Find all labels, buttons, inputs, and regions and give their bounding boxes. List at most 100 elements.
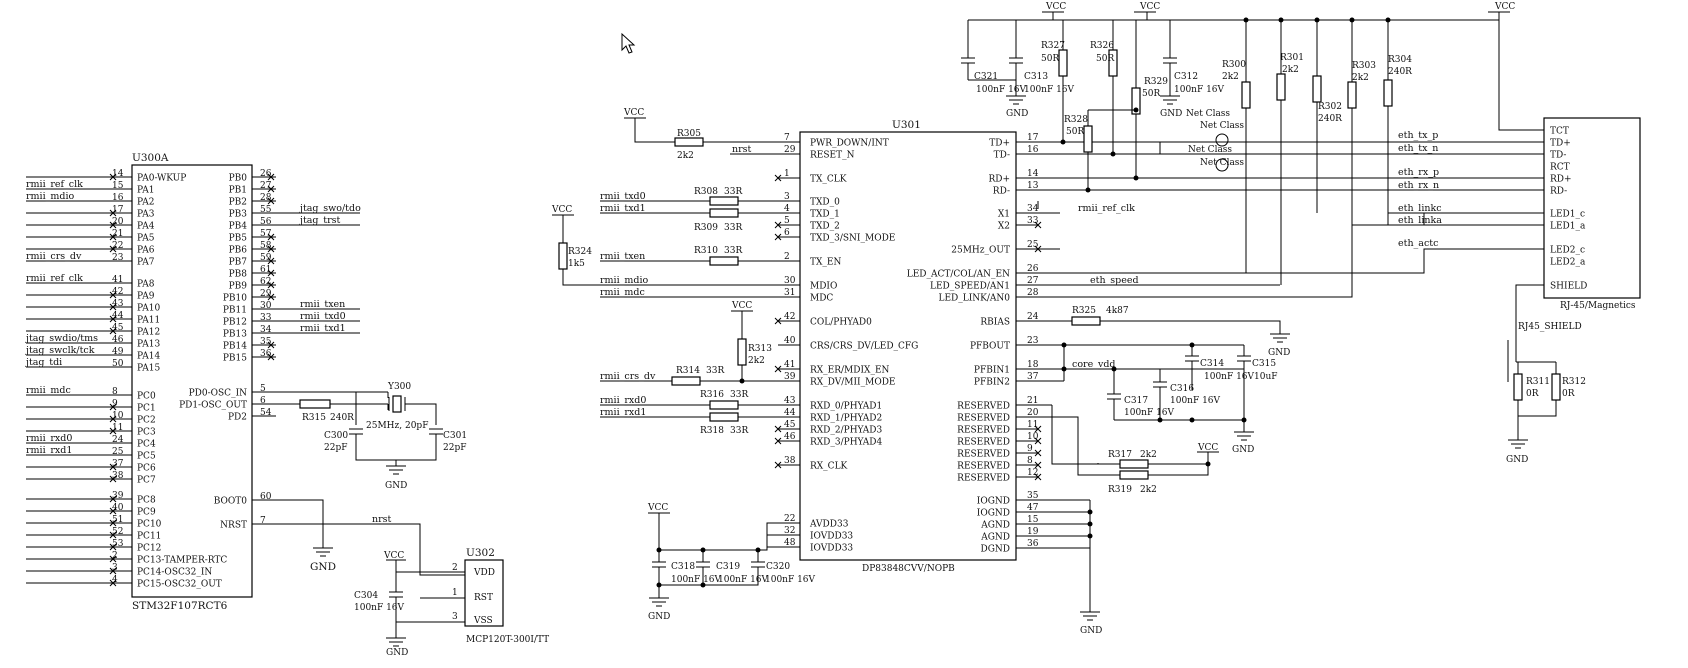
gnd-label-boot0: GND xyxy=(310,561,336,573)
c319-ref: C319 xyxy=(716,562,740,572)
phy-pin-number: 38 xyxy=(784,456,796,466)
phy-left-wiring: VCC R305 2k2 nrst rmii_txd0 R308 33R rmi… xyxy=(551,108,816,622)
mcu-net-label: rmii_txd1 xyxy=(300,323,346,334)
r313-body xyxy=(737,338,747,366)
mcu-pin-number: 61 xyxy=(260,265,271,275)
mcu-pin-number: 34 xyxy=(260,325,272,335)
phy-pin-number: 41 xyxy=(784,360,795,370)
net-mdio-phy: rmii_mdio xyxy=(600,275,649,286)
gnd-label-crystal: GND xyxy=(385,481,407,491)
r325-val: 4k87 xyxy=(1106,306,1129,316)
mcu-pin-number: 21 xyxy=(112,229,123,239)
rj45-pin-label: LED2_c xyxy=(1550,246,1585,256)
phy-pin-label: RX_ER/MDIX_EN xyxy=(810,366,890,376)
r305-ref: R305 xyxy=(677,129,701,139)
no-connect-icon xyxy=(109,567,117,575)
r304-body xyxy=(1383,79,1393,107)
phy-pin-number: 33 xyxy=(1027,216,1039,226)
mcu-pin-label: PB6 xyxy=(229,246,248,256)
phy-pin-label: TX_EN xyxy=(810,258,841,268)
mcu-pin-label: PB2 xyxy=(229,198,247,208)
phy-pin-label: AVDD33 xyxy=(809,520,849,530)
mcu-pin-number: 52 xyxy=(112,527,123,537)
phy-pin-label: IOVDD33 xyxy=(810,532,853,542)
phy-left-pins: PWR_DOWN/INT7RESET_N29TX_CLK1TXD_03TXD_1… xyxy=(774,133,918,554)
r311-ref: R311 xyxy=(1526,377,1550,387)
r326-val: 50R xyxy=(1096,54,1114,64)
r311-body xyxy=(1513,373,1523,401)
r316-body xyxy=(709,400,739,410)
no-connect-icon xyxy=(109,495,117,503)
u302-pin-vdd: VDD xyxy=(473,568,495,578)
phy-pin-number: 36 xyxy=(1027,539,1039,549)
c312-val: 100nF 16V xyxy=(1174,85,1225,95)
supervisor-u302: U302 MCP120T-300I/TT VDD RST VSS 2 1 3 V… xyxy=(354,547,549,658)
r318-ref: R318 xyxy=(700,426,724,436)
no-connect-icon xyxy=(774,437,782,445)
mcu-pin-label: PA2 xyxy=(137,198,154,208)
no-connect-icon xyxy=(774,174,782,182)
mcu-pin-number: 44 xyxy=(112,311,124,321)
no-connect-icon xyxy=(267,281,275,289)
crystal-section: R315 240R Y300 25MHz, 20pF GND C300 22pF… xyxy=(276,382,467,491)
mcu-pin-number: 15 xyxy=(112,181,124,191)
mcu-pin-label: PB15 xyxy=(223,354,247,364)
phy-pin-label: RD- xyxy=(993,187,1010,197)
mcu-pin-number: 41 xyxy=(112,275,123,285)
mcu-pin-number: 53 xyxy=(112,539,124,549)
net-crsdv-phy: rmii_crs_dv xyxy=(600,371,656,382)
net-class-label-4: Net Class xyxy=(1200,158,1244,168)
mcu-pin-label: PC8 xyxy=(137,496,156,506)
phy-pin-label: RESERVED xyxy=(957,474,1010,484)
no-connect-icon xyxy=(267,353,275,361)
phy-pin-number: 18 xyxy=(1027,360,1039,370)
mcu-pin-label: PC14-OSC32_IN xyxy=(137,568,212,578)
c316-ref: C316 xyxy=(1170,384,1194,394)
c314-val: 100nF 16V xyxy=(1204,372,1255,382)
mcu-pin-number: 38 xyxy=(112,471,124,481)
phy-pin-label: RESERVED xyxy=(957,426,1010,436)
r327-val: 50R xyxy=(1041,54,1059,64)
no-connect-icon xyxy=(267,341,275,349)
phy-pin-label: RESERVED xyxy=(957,402,1010,412)
phy-pin-number: 48 xyxy=(784,538,796,548)
vcc-label-phy-power: VCC xyxy=(647,503,668,513)
no-connect-icon xyxy=(109,475,117,483)
mcu-pin-label: PB13 xyxy=(223,330,247,340)
mcu-pin-number: 17 xyxy=(112,205,124,215)
mcu-pin-number: 54 xyxy=(260,408,272,418)
net-nrst-mcu: nrst xyxy=(372,514,392,525)
mcu-pin-number: 27 xyxy=(260,181,272,191)
no-connect-icon xyxy=(774,425,782,433)
mcu-pin-number: 55 xyxy=(260,205,272,215)
mcu-pin-label: PB9 xyxy=(229,282,248,292)
r315-ref: R315 xyxy=(302,413,326,423)
phy-pin-label: LED_SPEED/AN1 xyxy=(930,282,1010,292)
c321-ref: C321 xyxy=(974,72,998,82)
mcu-pin-number: 9 xyxy=(112,399,118,409)
no-connect-icon xyxy=(774,461,782,469)
vcc-label-r305: VCC xyxy=(623,108,644,118)
mcu-pin-number: 42 xyxy=(112,287,123,297)
gnd-label-u302: GND xyxy=(386,648,408,658)
net-eth-rx-n: eth_rx_n xyxy=(1398,180,1439,191)
u302-pin-vss: VSS xyxy=(473,616,493,626)
r312-ref: R312 xyxy=(1562,377,1586,387)
rj45-pin-label: RD- xyxy=(1550,187,1567,197)
mcu-net-label: rmii_txd0 xyxy=(300,311,346,322)
mcu-pin-label: PA11 xyxy=(137,316,160,326)
mcu-pin-number: 4 xyxy=(112,575,118,585)
c313-ref: C313 xyxy=(1024,72,1048,82)
phy-pin-label: MDC xyxy=(810,294,833,304)
mcu-pin-label: PB4 xyxy=(229,222,248,232)
mcu-pin-number: 50 xyxy=(112,359,124,369)
no-connect-icon xyxy=(267,233,275,241)
rj45-pin-label: SHIELD xyxy=(1550,282,1587,292)
mcu-pin-label: PB11 xyxy=(223,306,247,316)
vcc-label-reserved: VCC xyxy=(1197,443,1218,453)
rj45-pin-label: TD- xyxy=(1550,151,1566,161)
no-connect-icon xyxy=(109,427,117,435)
phy-pin-label: RXD_1/PHYAD2 xyxy=(810,414,882,424)
r311-val: 0R xyxy=(1526,389,1539,399)
